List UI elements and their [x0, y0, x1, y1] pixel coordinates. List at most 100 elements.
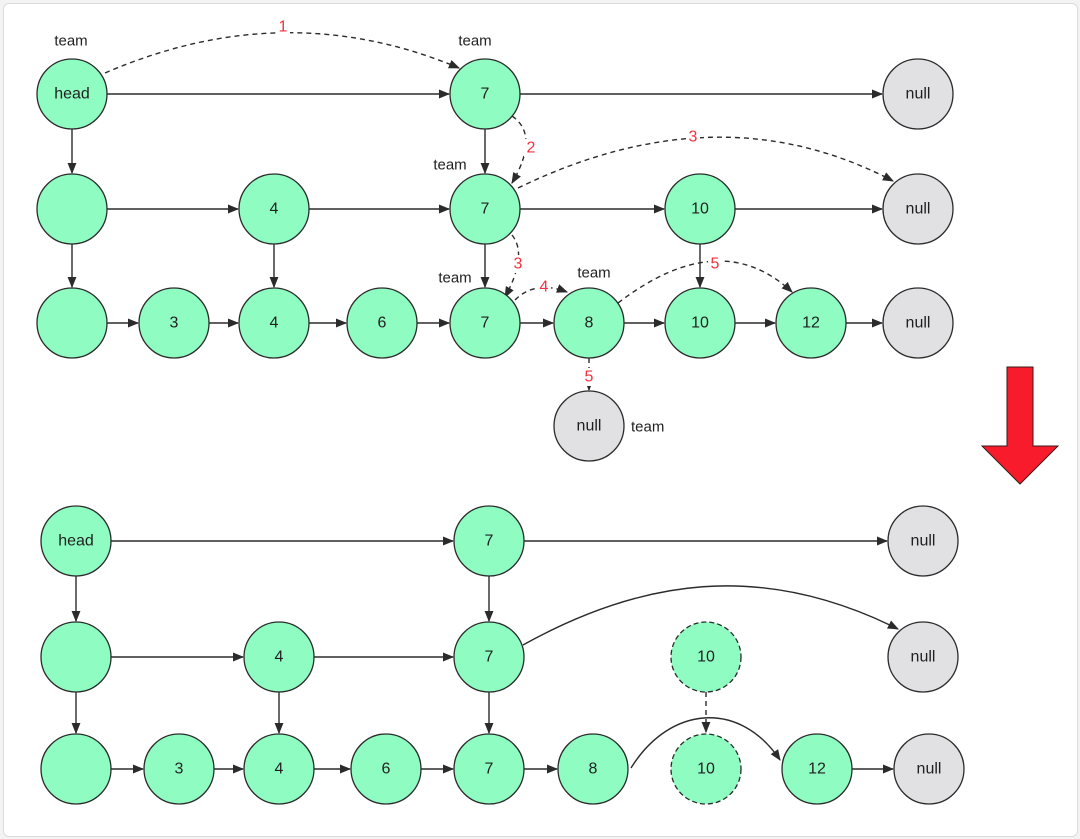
node-value: 12 — [802, 315, 820, 332]
step-label-bg — [686, 128, 700, 146]
node-circle — [346, 287, 418, 359]
null-node: null — [887, 621, 959, 693]
node-value: head — [58, 533, 94, 550]
node-circle — [893, 733, 965, 805]
step-number: 1 — [279, 19, 288, 36]
node-circle — [238, 173, 310, 245]
node-value: 7 — [485, 649, 494, 666]
node-value: 3 — [170, 315, 179, 332]
node-circle — [670, 621, 742, 693]
node-value: 7 — [481, 201, 490, 218]
node-value: 10 — [691, 201, 709, 218]
list-node: 7 — [449, 287, 521, 359]
list-node: 7 — [449, 58, 521, 130]
node-circle — [40, 733, 112, 805]
node-circle — [882, 58, 954, 130]
node-value: 7 — [485, 761, 494, 778]
list-node: 7 — [449, 173, 521, 245]
team-pointer-label: team — [577, 265, 610, 282]
list-node: 4 — [243, 621, 315, 693]
node-circle — [887, 621, 959, 693]
list-node: 3 — [138, 287, 210, 359]
removed-node: 10 — [670, 621, 742, 693]
node-circle — [36, 173, 108, 245]
node-value: 8 — [589, 761, 598, 778]
node-circle — [453, 505, 525, 577]
list-node: 4 — [238, 173, 310, 245]
team-pointer-label: team — [54, 33, 87, 50]
node-value: 4 — [270, 201, 279, 218]
node-value: 7 — [481, 315, 490, 332]
node-circle — [36, 287, 108, 359]
node-value: 4 — [275, 649, 284, 666]
search-step-3a — [517, 136, 894, 189]
node-value: 4 — [270, 315, 279, 332]
node-circle — [138, 287, 210, 359]
step-label-bg — [524, 139, 538, 157]
team-pointer-label: team — [433, 157, 466, 174]
node-circle — [449, 173, 521, 245]
null-node: null — [882, 58, 954, 130]
search-step-2 — [511, 115, 527, 184]
removed-node: 10 — [670, 733, 742, 805]
down-arrow-icon — [980, 366, 1060, 485]
step-number: 5 — [711, 256, 720, 273]
step-label-bg — [511, 255, 525, 273]
node-value: head — [54, 86, 90, 103]
list-node: 7 — [453, 505, 525, 577]
node-value: 7 — [485, 533, 494, 550]
node-circle — [36, 58, 108, 130]
node-circle — [40, 505, 112, 577]
list-node — [40, 621, 112, 693]
list-node: head — [40, 505, 112, 577]
step-label-bg — [582, 368, 596, 386]
node-circle — [553, 390, 625, 462]
nodes-layer: head 7 null 4 7 10 null 3 4 6 7 8 10 12 null null head 7 n… — [36, 58, 965, 805]
node-circle — [449, 287, 521, 359]
search-step-5a — [617, 260, 793, 304]
null-node: null — [882, 173, 954, 245]
node-value: 7 — [481, 86, 490, 103]
node-value: null — [577, 418, 602, 435]
node-value: 4 — [275, 761, 284, 778]
node-circle — [664, 287, 736, 359]
relinked-edge-level0 — [630, 717, 781, 769]
list-node: head — [36, 58, 108, 130]
list-node — [36, 287, 108, 359]
node-value: 10 — [691, 315, 709, 332]
diagram-frame — [3, 3, 1078, 837]
node-value: null — [906, 86, 931, 103]
list-node: 12 — [775, 287, 847, 359]
node-value: 10 — [697, 761, 715, 778]
node-value: null — [917, 761, 942, 778]
node-circle — [238, 287, 310, 359]
node-circle — [243, 621, 315, 693]
list-node: 12 — [781, 733, 853, 805]
list-node: 8 — [557, 733, 629, 805]
node-value: 10 — [697, 649, 715, 666]
node-circle — [40, 621, 112, 693]
list-node: 3 — [143, 733, 215, 805]
node-circle — [882, 287, 954, 359]
node-value: 12 — [808, 761, 826, 778]
node-value: 6 — [378, 315, 387, 332]
step-number: 2 — [527, 140, 536, 157]
list-node: 10 — [664, 287, 736, 359]
node-circle — [882, 173, 954, 245]
step-number: 5 — [585, 369, 594, 386]
node-circle — [453, 733, 525, 805]
search-step-4 — [514, 284, 569, 301]
node-circle — [449, 58, 521, 130]
node-circle — [670, 733, 742, 805]
null-node: null — [553, 390, 625, 462]
node-circle — [775, 287, 847, 359]
step-number: 4 — [540, 279, 549, 296]
null-node: null — [887, 505, 959, 577]
null-node: null — [882, 287, 954, 359]
list-node: 7 — [453, 733, 525, 805]
step-number: 3 — [689, 129, 698, 146]
list-node: 7 — [453, 621, 525, 693]
node-value: null — [906, 201, 931, 218]
